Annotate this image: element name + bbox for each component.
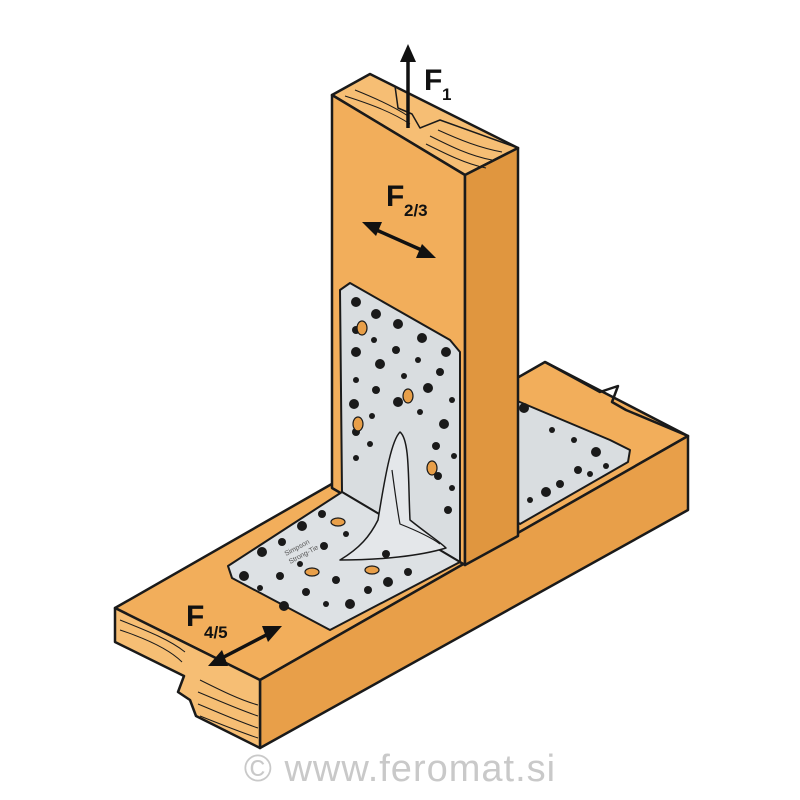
bracket-horizontal-large-holes: [304, 517, 380, 577]
bracket-stiffener-rib: [339, 431, 447, 561]
force-arrow-f1: [400, 44, 416, 128]
bracket-large-holes: [352, 320, 438, 476]
force-arrow-f45: [208, 626, 282, 666]
bracket-horizontal-holes: [239, 510, 412, 611]
post-grain-lines: [344, 89, 503, 169]
watermark: © www.feromat.si: [243, 748, 557, 790]
force-label-f45-main: F: [186, 600, 204, 633]
force-label-f45-sub: 4/5: [204, 623, 228, 642]
beam-far-break: [544, 360, 689, 438]
post-top-break: [369, 73, 519, 149]
beam-end-face: [113, 606, 262, 750]
force-label-f23-sub: 2/3: [404, 201, 428, 220]
far-plate-holes: [519, 403, 609, 503]
force-arrow-f23: [362, 222, 436, 258]
force-label-f1-main: F: [424, 64, 442, 97]
angle-bracket: Simpson Strong-Tie: [227, 282, 461, 631]
force-label-f1-sub: 1: [442, 85, 451, 104]
force-label-f23-main: F: [386, 180, 404, 213]
beam-grain-lines: [119, 619, 259, 739]
post-right-face: [463, 146, 520, 567]
